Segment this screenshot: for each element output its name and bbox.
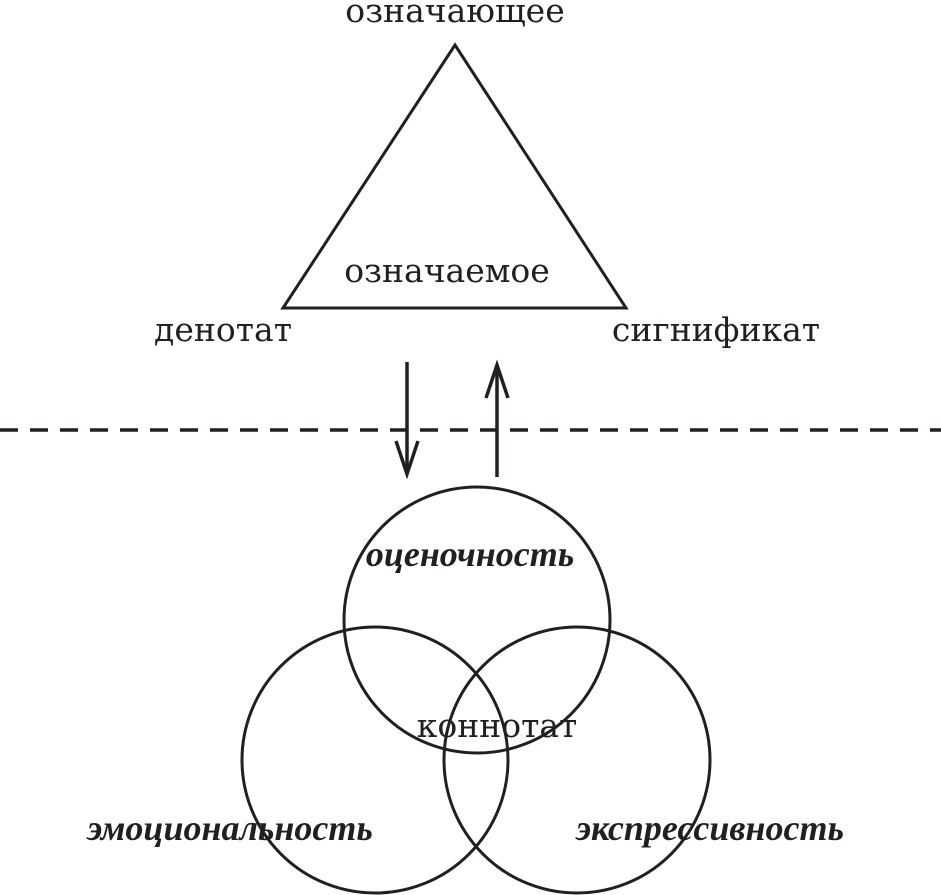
semiotic-triangle: [280, 42, 629, 310]
arrow-up: [484, 359, 510, 477]
label-connotation: коннотат: [417, 706, 578, 745]
label-expressiveness: экспрессивность: [575, 808, 844, 848]
label-significatum: сигнификат: [612, 310, 820, 349]
label-signified: означаемое: [344, 251, 550, 290]
label-denotatum: денотат: [154, 310, 292, 349]
label-evaluation: оценочность: [366, 534, 574, 574]
arrow-down: [394, 362, 420, 480]
label-emotionality: эмоциональность: [86, 808, 373, 848]
label-signifier: означающее: [345, 0, 565, 30]
circle-expressiveness: [442, 625, 712, 895]
circle-evaluation: [342, 485, 612, 755]
circle-emotionality: [240, 625, 510, 895]
